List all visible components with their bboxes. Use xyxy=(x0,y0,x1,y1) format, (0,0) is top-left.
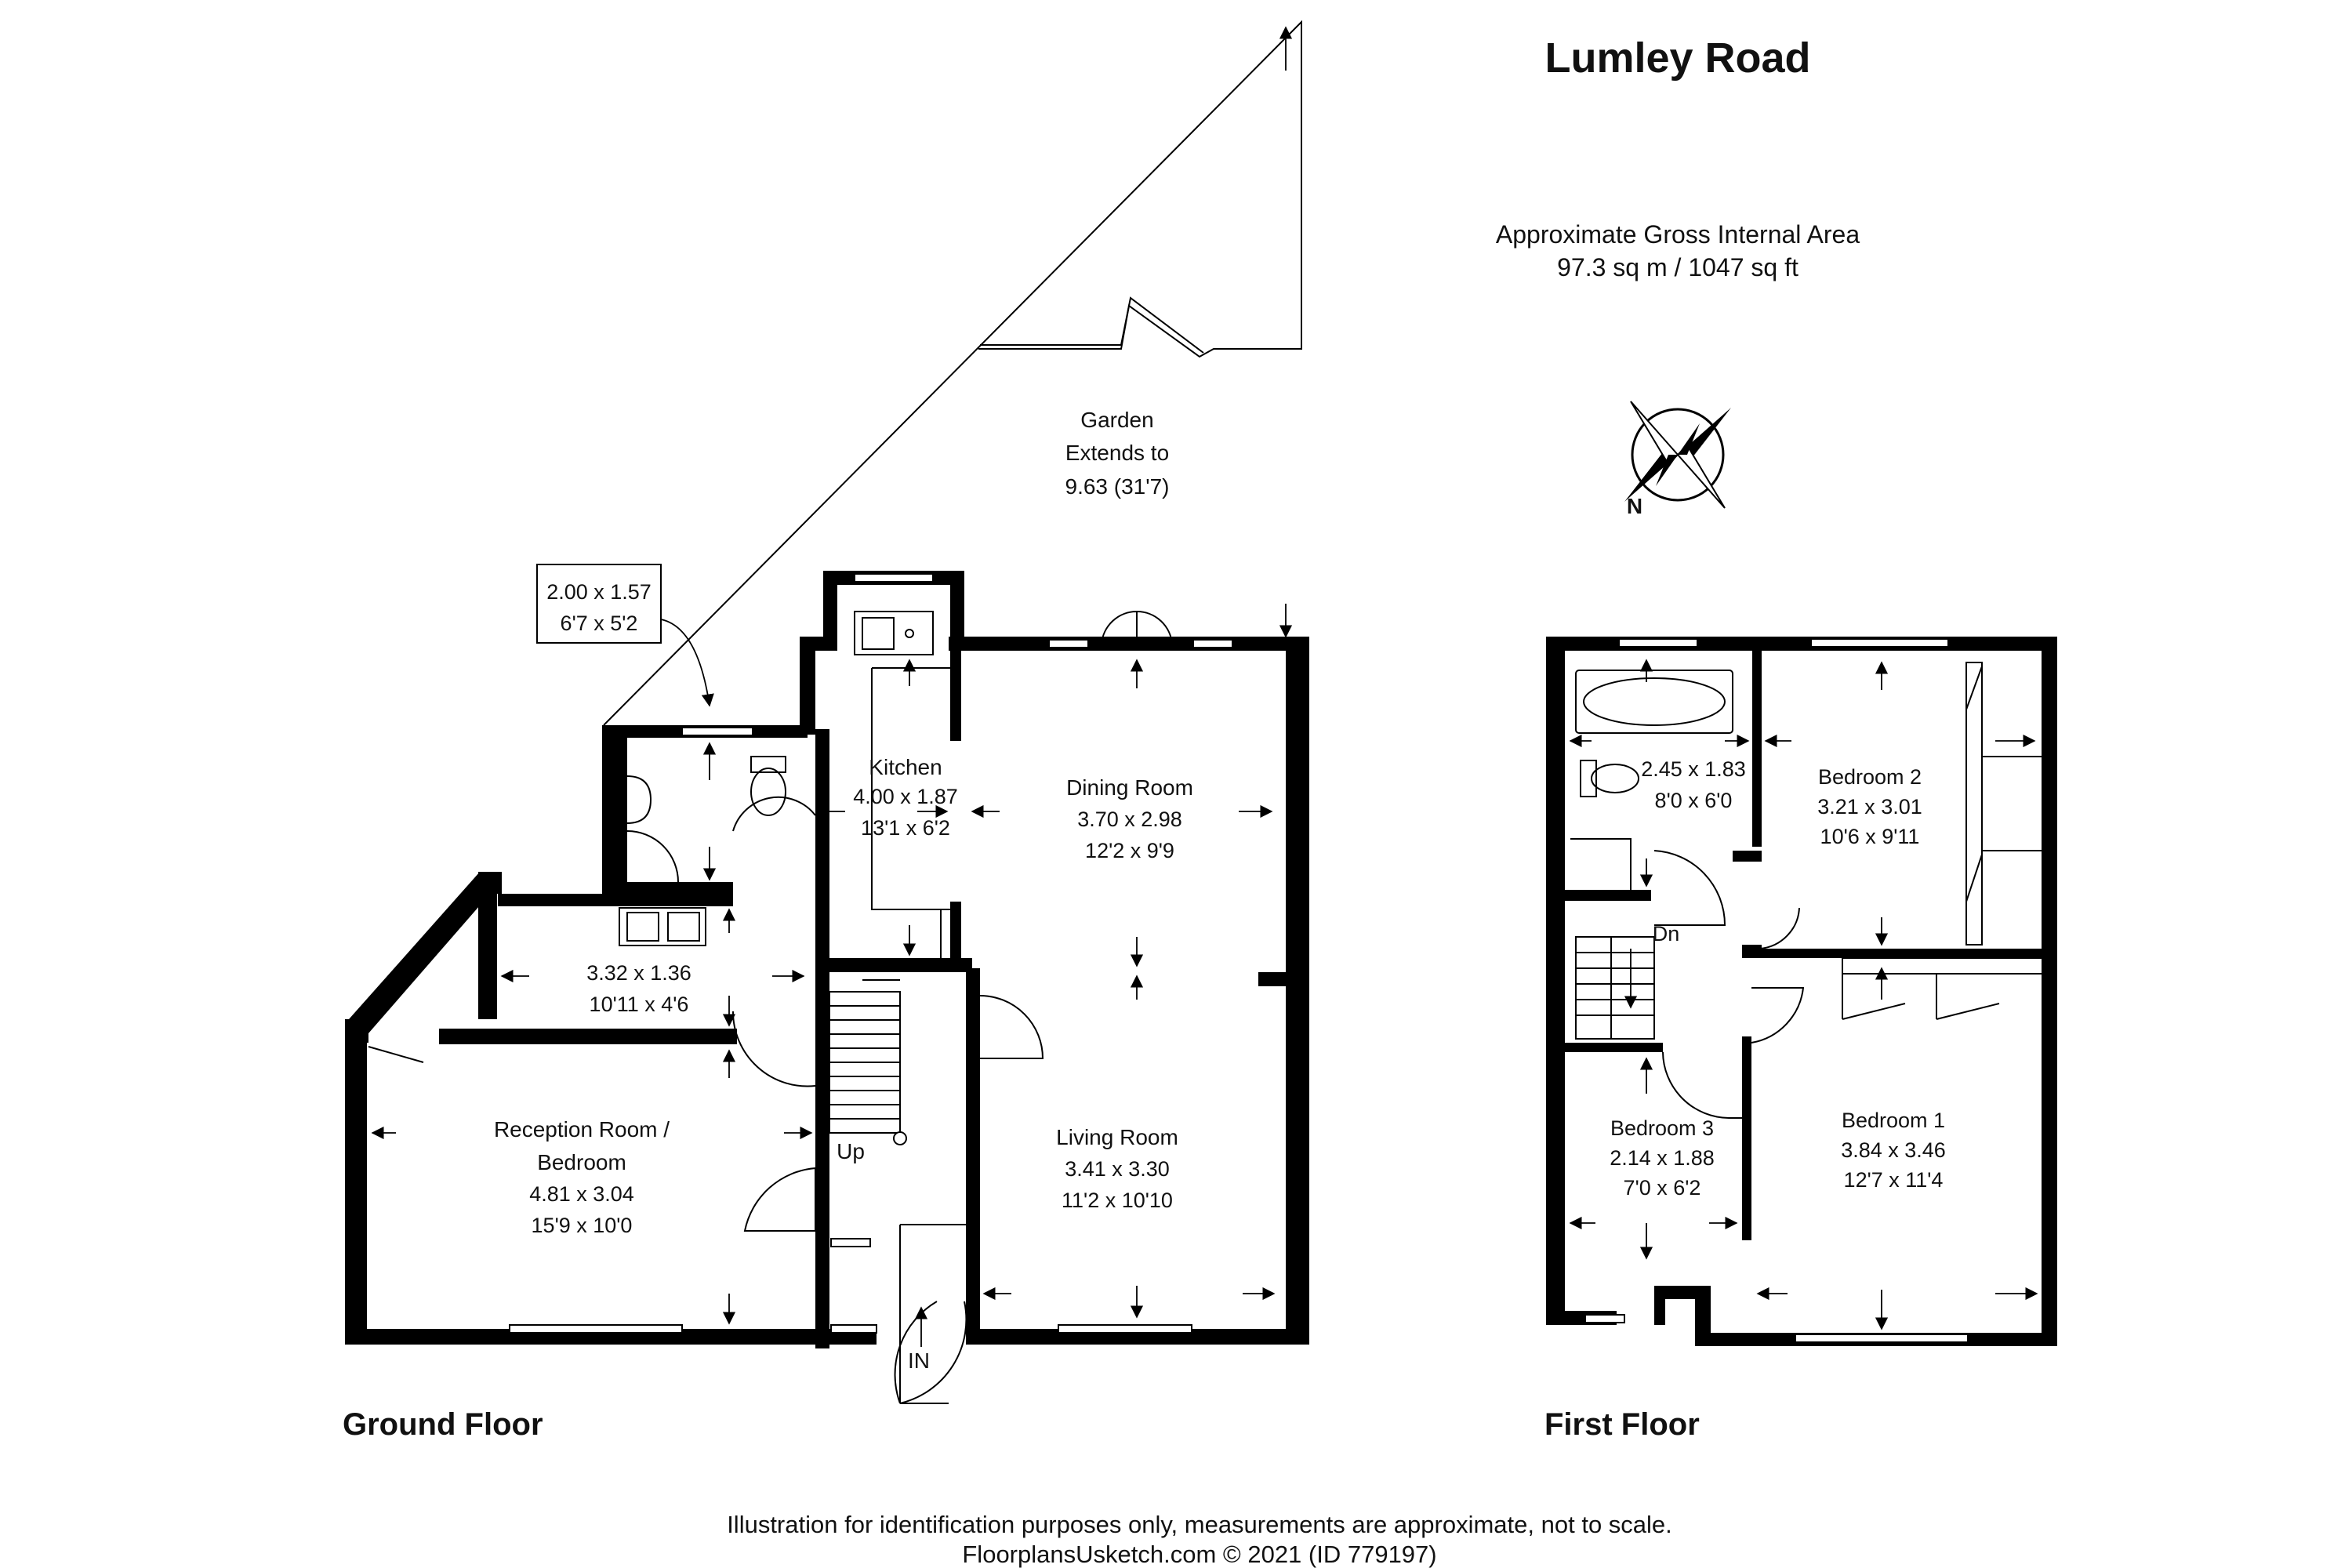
shower-room-callout xyxy=(536,564,662,644)
dining-room-dimensions-imperial: 12'2 x 9'9 xyxy=(1085,839,1174,862)
compass-rose-icon xyxy=(1624,401,1731,509)
bathroom-dimensions-metric: 2.45 x 1.83 xyxy=(1641,757,1746,781)
reception-room-name-2: Bedroom xyxy=(537,1150,626,1174)
window xyxy=(854,573,934,583)
window xyxy=(830,1238,871,1247)
kitchen-name: Kitchen xyxy=(869,755,942,779)
bedroom-2-dimensions-imperial: 10'6 x 9'11 xyxy=(1820,825,1920,848)
garden-extends-label: Extends to xyxy=(1065,441,1169,465)
dining-room-name: Dining Room xyxy=(1066,775,1193,800)
entrance-label: IN xyxy=(908,1348,930,1373)
plan-title: Lumley Road xyxy=(1544,34,1810,82)
ground-floor-plan xyxy=(345,20,1309,1404)
first-floor-label: First Floor xyxy=(1544,1407,1700,1442)
bedroom-2-name: Bedroom 2 xyxy=(1818,765,1922,789)
disclaimer-text: Illustration for identification purposes… xyxy=(727,1511,1672,1538)
reception-room-dimensions-metric: 4.81 x 3.04 xyxy=(529,1182,634,1206)
kitchen-dimensions-imperial: 13'1 x 6'2 xyxy=(861,816,950,840)
window xyxy=(1058,1324,1192,1334)
bathroom-dimensions-imperial: 8'0 x 6'0 xyxy=(1655,789,1733,812)
utility-dimensions-imperial: 10'11 x 4'6 xyxy=(590,993,689,1016)
gross-area-value: 97.3 sq m / 1047 sq ft xyxy=(1557,253,1798,281)
bedroom-1-dimensions-metric: 3.84 x 3.46 xyxy=(1841,1138,1946,1162)
living-room-dimensions-imperial: 11'2 x 10'10 xyxy=(1062,1189,1173,1212)
compass-north-label: N xyxy=(1627,494,1642,518)
bedroom-2-dimensions-metric: 3.21 x 3.01 xyxy=(1817,795,1922,818)
kitchen-dimensions-metric: 4.00 x 1.87 xyxy=(853,785,958,808)
first-floor-plan xyxy=(1546,637,2057,1346)
window xyxy=(509,1324,683,1334)
living-room-dimensions-metric: 3.41 x 3.30 xyxy=(1065,1157,1170,1181)
gross-area-label: Approximate Gross Internal Area xyxy=(1496,220,1860,249)
copyright-text: FloorplansUsketch.com © 2021 (ID 779197) xyxy=(962,1541,1436,1568)
living-room-name: Living Room xyxy=(1056,1125,1178,1149)
utility-dimensions-metric: 3.32 x 1.36 xyxy=(586,961,691,985)
bedroom-3-name: Bedroom 3 xyxy=(1610,1116,1714,1140)
stairs-down-label: Dn xyxy=(1653,922,1680,946)
bedroom-1-name: Bedroom 1 xyxy=(1842,1109,1945,1132)
ground-floor-label: Ground Floor xyxy=(343,1407,543,1442)
shower-room-dimensions-imperial: 6'7 x 5'2 xyxy=(561,612,638,635)
bedroom-1-dimensions-imperial: 12'7 x 11'4 xyxy=(1844,1168,1944,1192)
window xyxy=(830,1324,877,1334)
reception-room-dimensions-imperial: 15'9 x 10'0 xyxy=(532,1214,633,1237)
shower-room-dimensions-metric: 2.00 x 1.57 xyxy=(546,580,652,604)
dining-room-dimensions-metric: 3.70 x 2.98 xyxy=(1077,808,1182,831)
window xyxy=(681,727,753,736)
garden-label: Garden xyxy=(1080,408,1153,432)
stairs-up-label: Up xyxy=(837,1139,865,1163)
bedroom-3-dimensions-metric: 2.14 x 1.88 xyxy=(1610,1146,1715,1170)
reception-room-name: Reception Room / xyxy=(494,1117,670,1142)
garden-length: 9.63 (31'7) xyxy=(1065,474,1170,499)
window xyxy=(1048,639,1089,648)
window xyxy=(1192,639,1233,648)
bedroom-3-dimensions-imperial: 7'0 x 6'2 xyxy=(1624,1176,1701,1200)
